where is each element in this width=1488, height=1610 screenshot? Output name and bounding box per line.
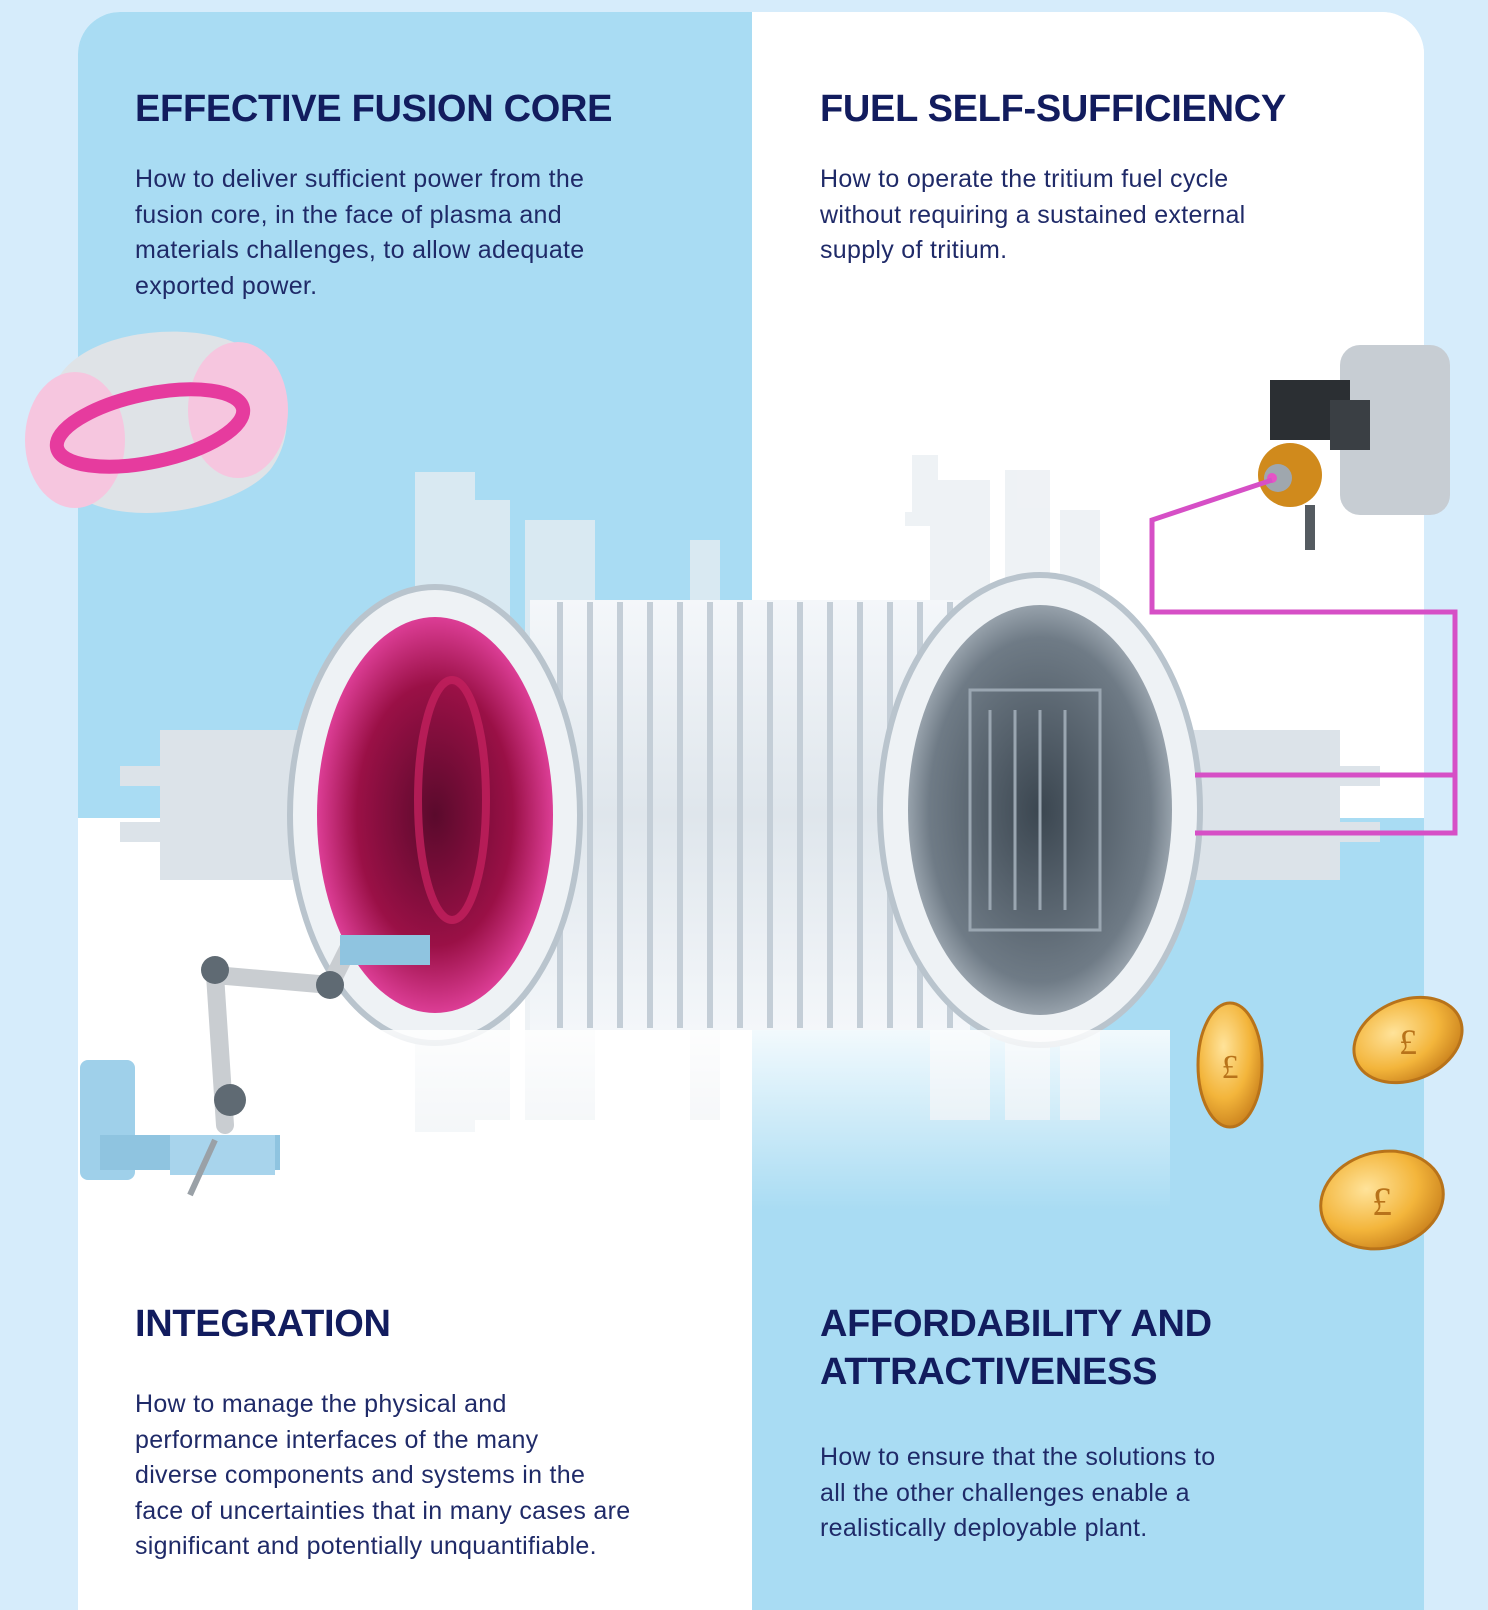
plasma-chamber: [317, 617, 553, 1013]
title-affordability: AFFORDABILITY AND ATTRACTIVENESS: [820, 1300, 1212, 1396]
svg-text:£: £: [1372, 1179, 1392, 1224]
central-column: [414, 676, 490, 924]
title-fusion-core: EFFECTIVE FUSION CORE: [135, 88, 613, 130]
body-line: significant and potentially unquantifiab…: [135, 1532, 597, 1560]
body-fusion-core: How to deliver sufficient power from the…: [135, 162, 584, 304]
body-integration: How to manage the physical and performan…: [135, 1387, 630, 1565]
body-line: How to ensure that the solutions to: [820, 1443, 1216, 1471]
body-line: How to deliver sufficient power from the: [135, 165, 585, 193]
body-line: How to operate the tritium fuel cycle: [820, 165, 1229, 193]
title-line: ATTRACTIVENESS: [820, 1351, 1158, 1393]
body-line: without requiring a sustained external: [820, 200, 1246, 229]
inner-panels: [968, 688, 1102, 932]
body-line: realistically deployable plant.: [820, 1514, 1148, 1542]
injector-icon: [1258, 345, 1450, 550]
fuel-loop-line: [1149, 477, 1458, 836]
body-line: exported power.: [135, 271, 318, 300]
body-line: supply of tritium.: [820, 236, 1008, 264]
title-line: AFFORDABILITY AND: [820, 1303, 1212, 1345]
svg-text:£: £: [1399, 1022, 1417, 1062]
body-line: all the other challenges enable a: [820, 1478, 1190, 1507]
body-fuel: How to operate the tritium fuel cycle wi…: [820, 162, 1246, 269]
robot-arm-icon: [80, 935, 430, 1197]
title-integration: INTEGRATION: [135, 1303, 391, 1345]
side-flanges: [120, 730, 1380, 880]
body-line: fusion core, in the face of plasma and: [135, 200, 562, 229]
body-line: diverse components and systems in the: [135, 1461, 586, 1489]
body-affordability: How to ensure that the solutions to all …: [820, 1440, 1215, 1547]
body-line: materials challenges, to allow adequate: [135, 236, 585, 264]
body-line: performance interfaces of the many: [135, 1425, 539, 1454]
body-line: face of uncertainties that in many cases…: [135, 1496, 631, 1525]
torus-icon: [25, 331, 288, 513]
body-line: How to manage the physical and: [135, 1390, 507, 1418]
title-fuel: FUEL SELF-SUFFICIENCY: [820, 88, 1286, 130]
svg-text:£: £: [1222, 1049, 1239, 1086]
floor-reflection: [330, 1030, 1170, 1210]
coin-icon: £ £ £: [1196, 995, 1464, 1251]
